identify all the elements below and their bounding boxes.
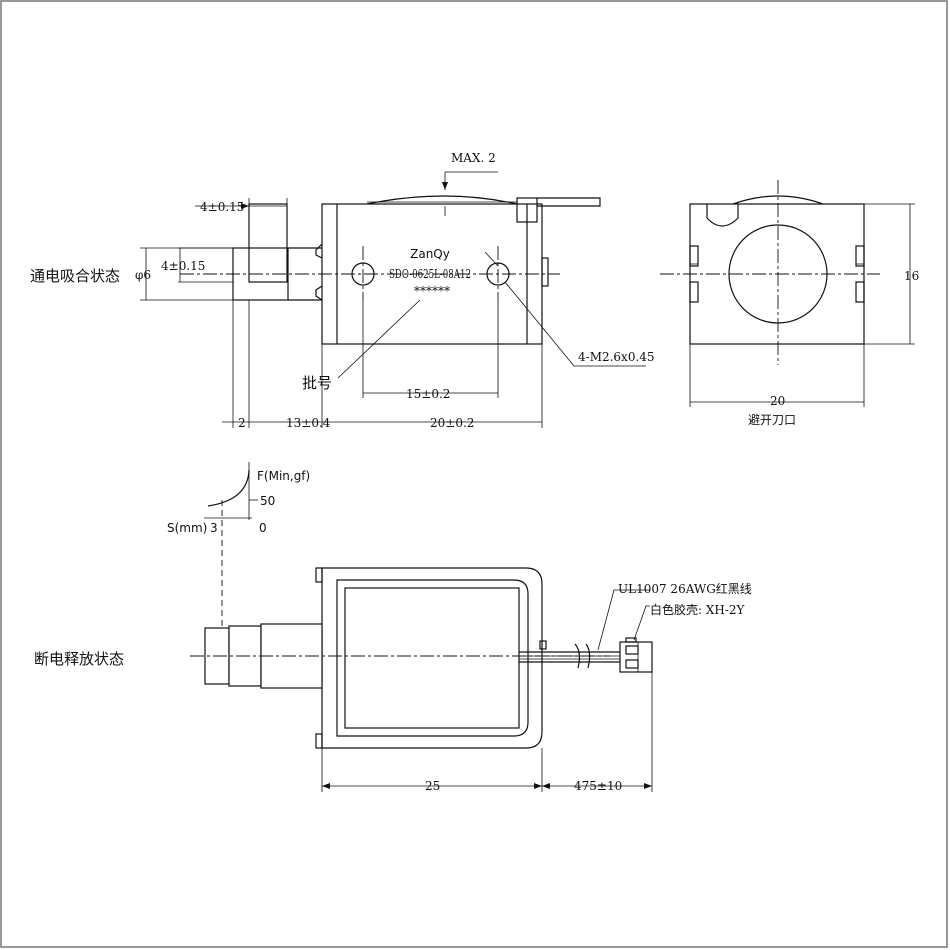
state-released-label: 断电释放状态 bbox=[34, 650, 124, 668]
side-width-dim: 20 bbox=[770, 394, 785, 408]
diameter-dim: φ6 bbox=[135, 268, 151, 282]
batch-label: 批号 bbox=[302, 374, 332, 392]
cable-spec: UL1007 26AWG红黑线 bbox=[618, 581, 752, 596]
force-axis-label: F(Min,gf) bbox=[257, 469, 310, 483]
body-length-dim: 20±0.2 bbox=[430, 416, 474, 430]
notch-label: 避开刀口 bbox=[748, 413, 796, 427]
front-view-energized: ZanQy SDO-0625L-08A12 ****** MAX. 2 4±0.… bbox=[30, 151, 655, 430]
stroke-axis-label: S(mm) bbox=[167, 521, 207, 535]
force-stroke-graph: F(Min,gf) 50 S(mm) 3 0 bbox=[167, 462, 310, 640]
graph-origin: 0 bbox=[259, 521, 267, 535]
batch-marks: ****** bbox=[414, 284, 450, 298]
coil bbox=[344, 587, 520, 729]
screw-dim: 4-M2.6x0.45 bbox=[578, 350, 655, 364]
brand-mark: ZanQy bbox=[410, 247, 450, 261]
coil-length-dim: 25 bbox=[425, 779, 440, 793]
plunger-width-dim: 4±0.15 bbox=[200, 200, 244, 214]
lead-length-dim: 475±10 bbox=[574, 779, 622, 793]
frame-offset-dim: 13±0.4 bbox=[286, 416, 331, 430]
front-view-released: UL1007 26AWG红黑线 白色胶壳: XH-2Y 25 475±10 断电… bbox=[34, 567, 752, 793]
force-value: 50 bbox=[260, 494, 275, 508]
max-gap-dim: MAX. 2 bbox=[451, 151, 496, 165]
connector-spec: 白色胶壳: XH-2Y bbox=[650, 602, 746, 617]
hole-spacing-dim: 15±0.2 bbox=[406, 387, 450, 401]
stroke-dim: 2 bbox=[238, 416, 246, 430]
model-number: SDO-0625L-08A12 bbox=[389, 267, 471, 281]
side-height-dim: 16 bbox=[904, 269, 919, 283]
solenoid-frame bbox=[321, 567, 543, 749]
plunger-side-dim: 4±0.15 bbox=[161, 259, 205, 273]
side-view: 16 20 避开刀口 bbox=[660, 180, 919, 427]
state-energized-label: 通电吸合状态 bbox=[30, 267, 120, 285]
stroke-value: 3 bbox=[210, 521, 218, 535]
